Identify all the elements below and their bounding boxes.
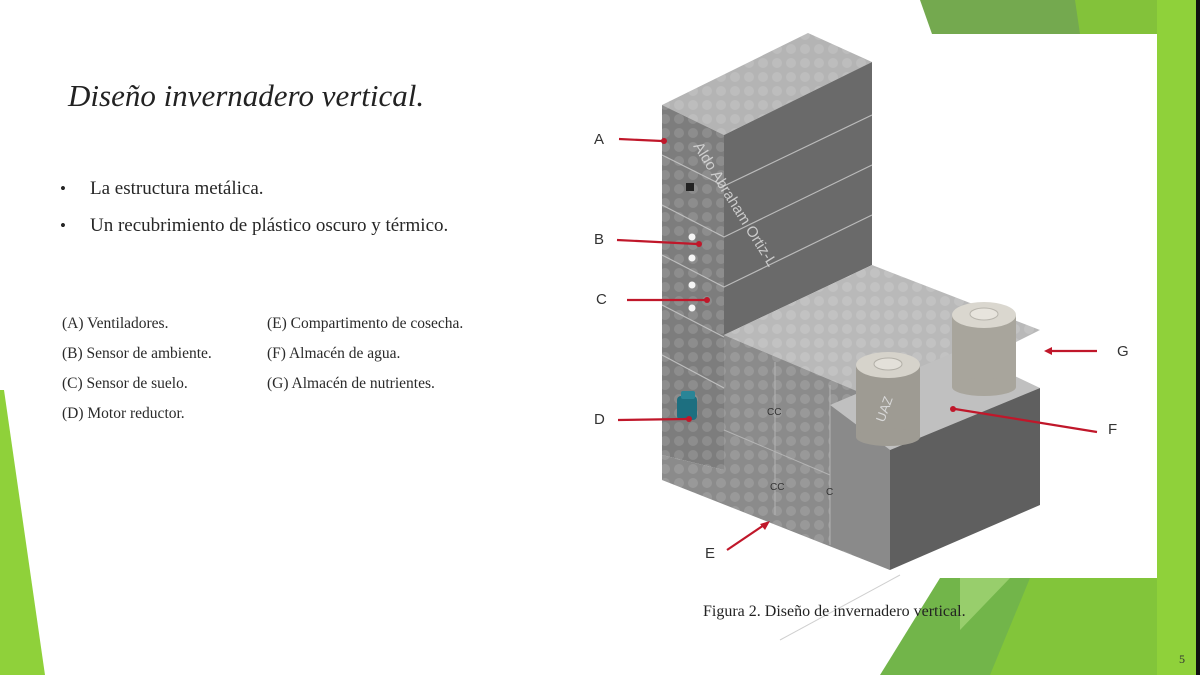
legend-item-d: (D) Motor reductor. [62,405,185,422]
bullet-item: Un recubrimiento de plástico oscuro y té… [60,207,480,244]
bullet-list: La estructura metálica. Un recubrimiento… [60,170,480,244]
figure-label-e: E [705,545,716,562]
legend-item-g: (G) Almacén de nutrientes. [267,375,435,392]
slide-title: Diseño invernadero vertical. [68,78,425,113]
svg-text:C: C [826,487,833,498]
legend-item-f: (F) Almacén de agua. [267,345,401,362]
page-number: 5 [1179,652,1185,666]
figure-label-c: C [596,291,607,308]
figure-label-d: D [594,411,605,428]
legend-item-b: (B) Sensor de ambiente. [62,345,212,362]
svg-text:CC: CC [770,482,784,493]
svg-text:CC: CC [767,407,781,418]
figure-label-g: G [1117,343,1129,360]
figure-label-f: F [1108,421,1118,438]
legend-item-c: (C) Sensor de suelo. [62,375,188,392]
figure-caption: Figura 2. Diseño de invernadero vertical… [703,603,966,620]
bullet-item: La estructura metálica. [60,170,480,207]
figure-label-b: B [594,231,605,248]
component-legend: (A) Ventiladores. (E) Compartimento de c… [62,313,502,433]
legend-item-a: (A) Ventiladores. [62,315,169,332]
figure-label-a: A [594,131,605,148]
legend-item-e: (E) Compartimento de cosecha. [267,315,464,332]
fan-icon [686,183,694,191]
